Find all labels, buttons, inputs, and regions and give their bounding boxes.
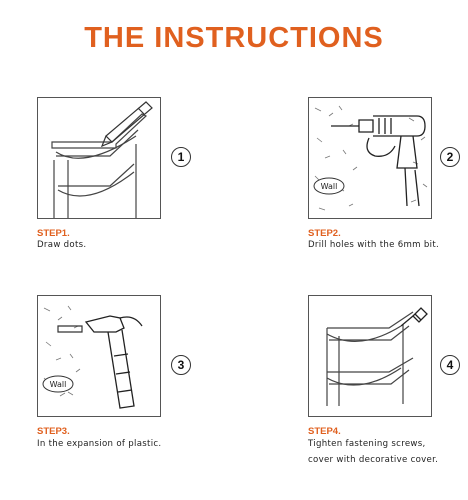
step4-illustration <box>308 295 432 417</box>
step3-description: In the expansion of plastic. <box>37 439 162 449</box>
step4-description-line1: Tighten fastening screws, <box>308 439 426 449</box>
corner-shelf-drawing <box>51 101 153 218</box>
step1-label: STEP1. <box>37 228 70 239</box>
hammer-icon <box>84 315 143 409</box>
step1-number-badge: 1 <box>171 147 191 167</box>
wall-texture <box>314 105 428 211</box>
wall-tag: Wall <box>42 375 74 393</box>
step2-description: Drill holes with the 6mm bit. <box>308 240 440 250</box>
anchor-plug <box>57 325 83 333</box>
hammering-drawing: Wall <box>42 305 143 409</box>
wall-texture <box>43 305 81 397</box>
drill-icon <box>331 115 426 207</box>
page-title: THE INSTRUCTIONS <box>84 22 384 54</box>
wall-tag: Wall <box>313 177 345 195</box>
svg-text:Wall: Wall <box>321 182 338 191</box>
step1-description: Draw dots. <box>37 240 87 250</box>
step3-label: STEP3. <box>37 426 70 437</box>
step2-label: STEP2. <box>308 228 341 239</box>
pencil-icon <box>100 101 153 148</box>
svg-text:Wall: Wall <box>50 380 67 389</box>
step1-illustration <box>37 97 161 219</box>
step2-number-badge: 2 <box>440 147 460 167</box>
screwdriver-icon <box>400 307 428 327</box>
assembled-shelf-drawing <box>326 307 428 406</box>
step4-description-line2: cover with decorative cover. <box>308 455 439 465</box>
drilling-drawing: Wall <box>313 105 428 211</box>
step4-number-badge: 4 <box>440 355 460 375</box>
step4-label: STEP4. <box>308 426 341 437</box>
step2-illustration: Wall <box>308 97 432 219</box>
step3-illustration: Wall <box>37 295 161 417</box>
step3-number-badge: 3 <box>171 355 191 375</box>
